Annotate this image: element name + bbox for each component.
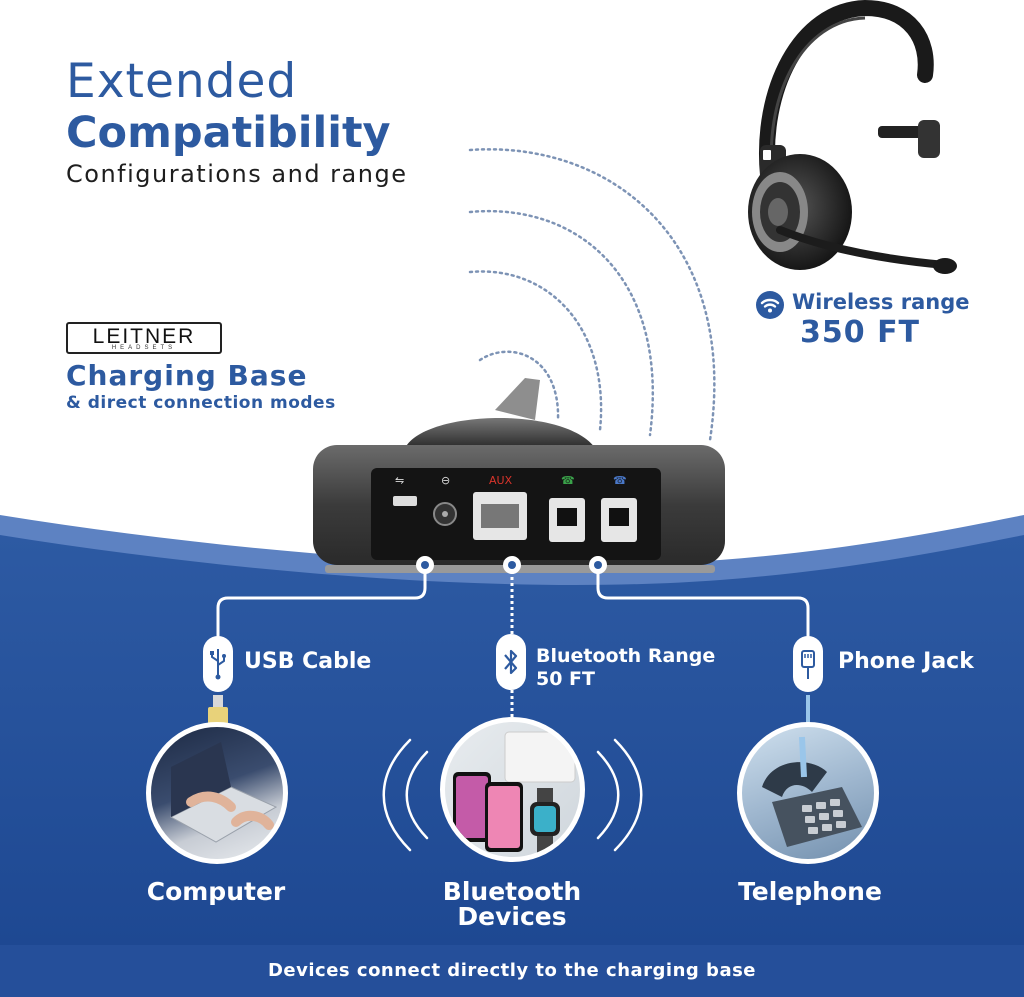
- logo-tagline: HEADSETS: [111, 345, 177, 351]
- wifi-icon: [756, 291, 784, 319]
- telephone-image: [737, 722, 879, 864]
- usb-port-dot: [416, 556, 434, 574]
- headset-image: [748, 0, 957, 274]
- svg-text:☎: ☎: [613, 474, 627, 487]
- svg-text:☎: ☎: [561, 474, 575, 487]
- charging-base-subtitle: & direct connection modes: [66, 393, 336, 413]
- charging-base-image: ⇋ ⊖ AUX ☎ ☎: [313, 378, 725, 573]
- aux-port-dot: [503, 556, 521, 574]
- charging-base-title: Charging Base: [66, 359, 308, 392]
- bluetooth-range-label: Bluetooth Range 50 FT: [536, 645, 715, 691]
- bluetooth-devices-line2: Devices: [457, 902, 567, 931]
- wireless-range-label: Wireless range: [792, 290, 970, 314]
- bluetooth-range-line1: Bluetooth Range: [536, 645, 716, 667]
- computer-image: [146, 722, 288, 864]
- usb-cable-label: USB Cable: [244, 649, 372, 674]
- phone-jack-icon: [793, 636, 823, 692]
- phone-jack-label: Phone Jack: [838, 649, 974, 674]
- leitner-logo: LEITNER HEADSETS: [66, 322, 222, 354]
- usb-icon: [203, 636, 233, 692]
- wireless-range-value: 350 FT: [800, 315, 921, 350]
- bluetooth-devices-image: [440, 717, 585, 862]
- aux-port-label: AUX: [489, 474, 513, 487]
- footer-text: Devices connect directly to the charging…: [267, 960, 757, 981]
- heading-subtitle: Configurations and range: [66, 160, 408, 188]
- heading-extended: Extended: [66, 54, 298, 109]
- footer-bar: Devices connect directly to the charging…: [0, 945, 1024, 997]
- bluetooth-icon: [496, 634, 526, 690]
- bluetooth-range-line2: 50 FT: [536, 667, 595, 690]
- svg-text:⇋: ⇋: [395, 474, 404, 487]
- heading-compatibility: Compatibility: [66, 108, 391, 158]
- computer-label: Computer: [146, 877, 286, 906]
- logo-brand: LEITNER: [92, 325, 196, 348]
- phone-port-dot: [589, 556, 607, 574]
- signal-waves-icon: [468, 148, 716, 442]
- bluetooth-devices-label: Bluetooth Devices: [412, 879, 612, 929]
- svg-text:⊖: ⊖: [441, 474, 450, 487]
- bluetooth-waves-icon: [382, 738, 643, 852]
- telephone-label: Telephone: [738, 877, 882, 906]
- bluetooth-devices-line1: Bluetooth: [442, 877, 582, 906]
